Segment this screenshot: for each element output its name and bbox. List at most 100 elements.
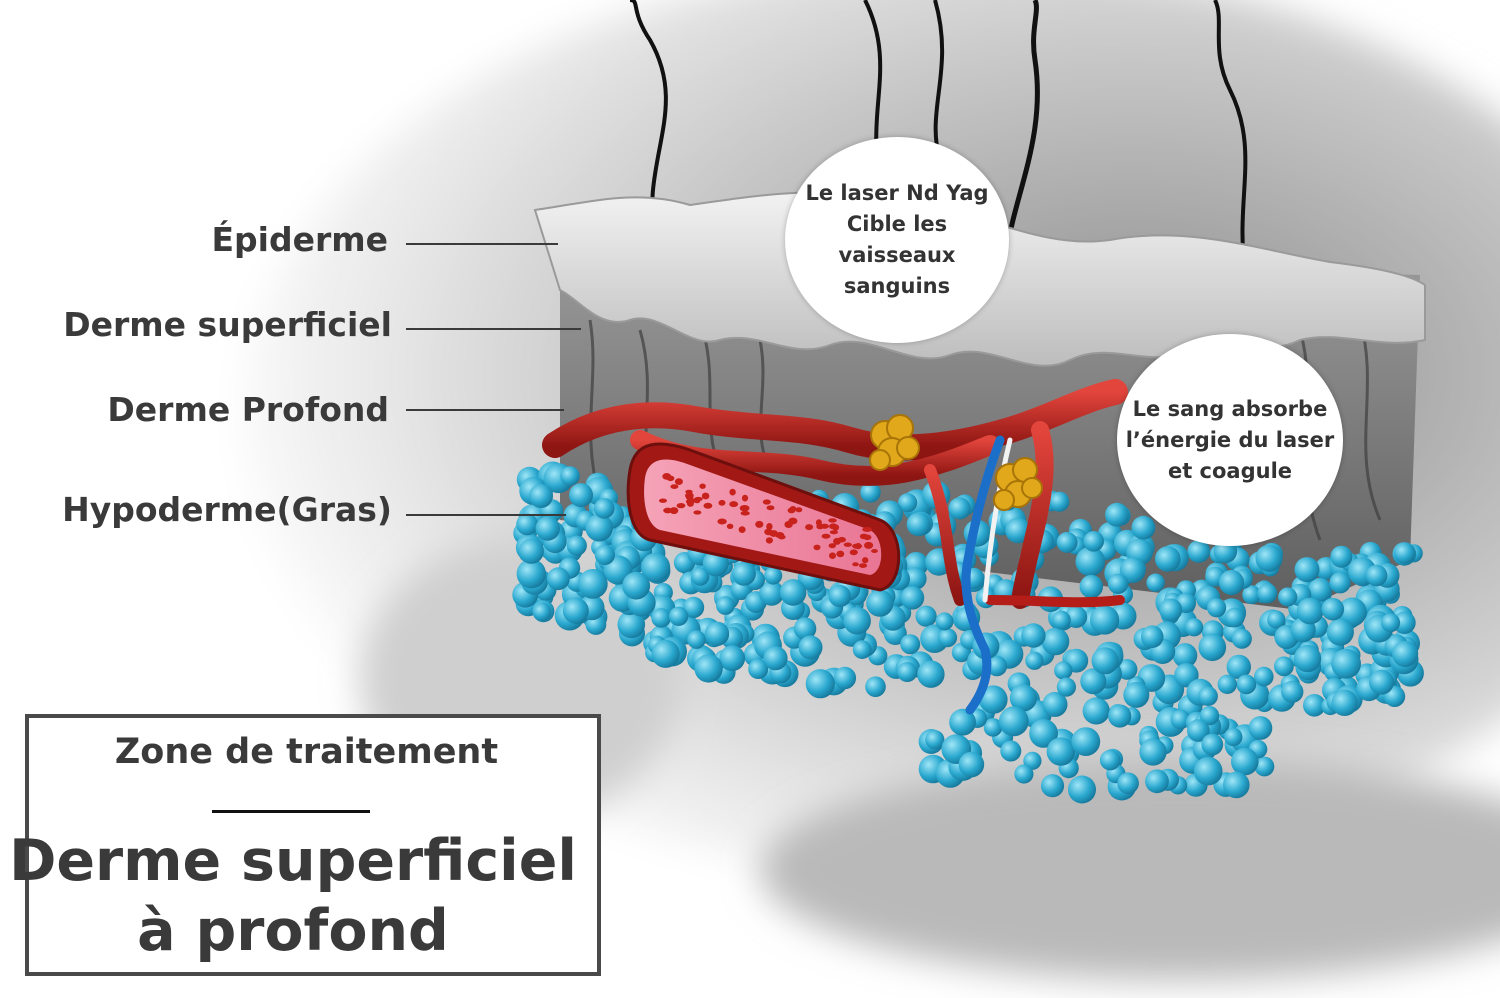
red-blood-cell <box>828 543 836 549</box>
fat-cell <box>1207 598 1227 618</box>
fat-cell <box>691 567 710 586</box>
fat-cell <box>1052 610 1071 630</box>
fat-cell <box>998 706 1029 737</box>
red-blood-cell <box>755 520 764 528</box>
red-blood-cell <box>693 510 702 515</box>
fat-cell <box>535 516 560 541</box>
red-blood-cell <box>729 488 736 496</box>
fat-cell <box>668 606 689 626</box>
fat-cell <box>906 512 931 537</box>
fat-cell <box>759 580 785 606</box>
red-blood-cell <box>659 498 667 503</box>
fat-cell <box>585 513 613 542</box>
red-blood-cell <box>829 523 838 530</box>
fat-cell <box>1083 531 1104 552</box>
fat-cell <box>1146 573 1165 592</box>
fat-cell <box>1145 769 1169 794</box>
fat-cell <box>704 621 730 646</box>
fat-cell <box>1187 719 1210 742</box>
treatment-zone-box: Zone de traitement Derme superficiel à p… <box>9 714 601 976</box>
callout-blood-line-3: et coagule <box>1167 458 1293 483</box>
red-blood-cell <box>829 552 836 559</box>
red-blood-cell <box>766 505 775 511</box>
callout-laser-line-2: Cible les vaisseaux <box>838 212 956 267</box>
fat-cell <box>1105 502 1129 527</box>
red-blood-cell <box>699 483 706 489</box>
fat-cell <box>1155 546 1181 572</box>
fat-cell <box>1242 585 1262 605</box>
fat-cell <box>529 484 553 508</box>
fat-cell <box>1226 654 1252 680</box>
fat-cell <box>1254 666 1274 687</box>
fat-cell <box>1014 764 1034 784</box>
fat-cell <box>865 676 886 697</box>
callout-blood-line-2: l’énergie du laser <box>1125 427 1335 452</box>
red-blood-cell <box>769 530 778 537</box>
fat-cell <box>900 634 921 655</box>
fat-cell <box>1331 689 1358 716</box>
fat-cell <box>594 544 616 566</box>
fat-cell <box>1117 772 1139 794</box>
fat-cell <box>1185 618 1204 637</box>
red-blood-cell <box>686 500 694 507</box>
fat-cell <box>532 602 552 621</box>
fat-cell <box>1071 727 1101 756</box>
fat-cell <box>1326 618 1354 646</box>
red-blood-cell <box>703 502 713 509</box>
fat-cell <box>1224 607 1245 628</box>
fat-cell <box>1108 704 1132 728</box>
fat-cell <box>516 513 538 536</box>
fat-cell <box>1331 648 1361 679</box>
fat-cell <box>1193 756 1223 786</box>
fat-cell <box>641 552 671 583</box>
fat-cell <box>1131 515 1156 540</box>
fat-cell <box>683 596 705 619</box>
layer-label-epidermis: Épiderme <box>211 220 388 259</box>
fat-cell <box>1198 686 1218 706</box>
layer-label-hypodermis: Hypoderme(Gras) <box>62 490 392 529</box>
fat-cell <box>1278 587 1298 607</box>
fat-cell <box>1056 677 1076 697</box>
fat-cell <box>1054 661 1073 680</box>
fat-cell <box>731 561 756 586</box>
red-blood-cell <box>852 562 859 567</box>
fat-cell <box>1393 611 1416 634</box>
fat-cell <box>1236 674 1257 695</box>
fat-cell <box>1392 640 1419 668</box>
red-blood-cell <box>717 518 727 525</box>
fat-cell <box>1267 610 1286 629</box>
red-blood-cell <box>718 499 726 506</box>
red-blood-cell <box>863 534 872 541</box>
treatment-zone-value-line-1: Derme superficiel <box>9 828 577 894</box>
fat-cell <box>694 654 723 683</box>
red-blood-cell <box>766 523 773 530</box>
red-blood-cell <box>762 499 771 505</box>
fat-cell <box>1172 643 1198 668</box>
red-blood-cell <box>739 505 750 512</box>
fat-cell <box>1068 775 1096 804</box>
fat-cell <box>1041 627 1070 656</box>
fat-cell <box>897 662 918 682</box>
leader-line-deep-dermis <box>406 409 564 411</box>
fat-cell <box>1021 623 1046 648</box>
fat-cell <box>1040 774 1065 798</box>
fat-cell <box>1321 597 1345 621</box>
red-blood-cell <box>849 549 858 556</box>
leader-line-hypodermis <box>406 514 566 516</box>
red-blood-cell <box>784 521 793 528</box>
red-blood-cell <box>729 501 739 508</box>
fat-cell <box>1159 598 1183 622</box>
red-blood-cell <box>669 507 679 515</box>
coagulation-nodules <box>869 414 1043 511</box>
fat-cell <box>866 589 894 617</box>
fat-cell <box>979 685 1008 714</box>
fat-cell <box>1009 684 1037 712</box>
fat-cell <box>1056 531 1078 553</box>
fat-cell <box>833 666 857 690</box>
fat-cell <box>617 610 646 639</box>
red-blood-cell <box>740 511 750 516</box>
fat-cell <box>1187 540 1211 563</box>
red-blood-cell <box>862 527 872 532</box>
fat-cell <box>577 569 608 599</box>
